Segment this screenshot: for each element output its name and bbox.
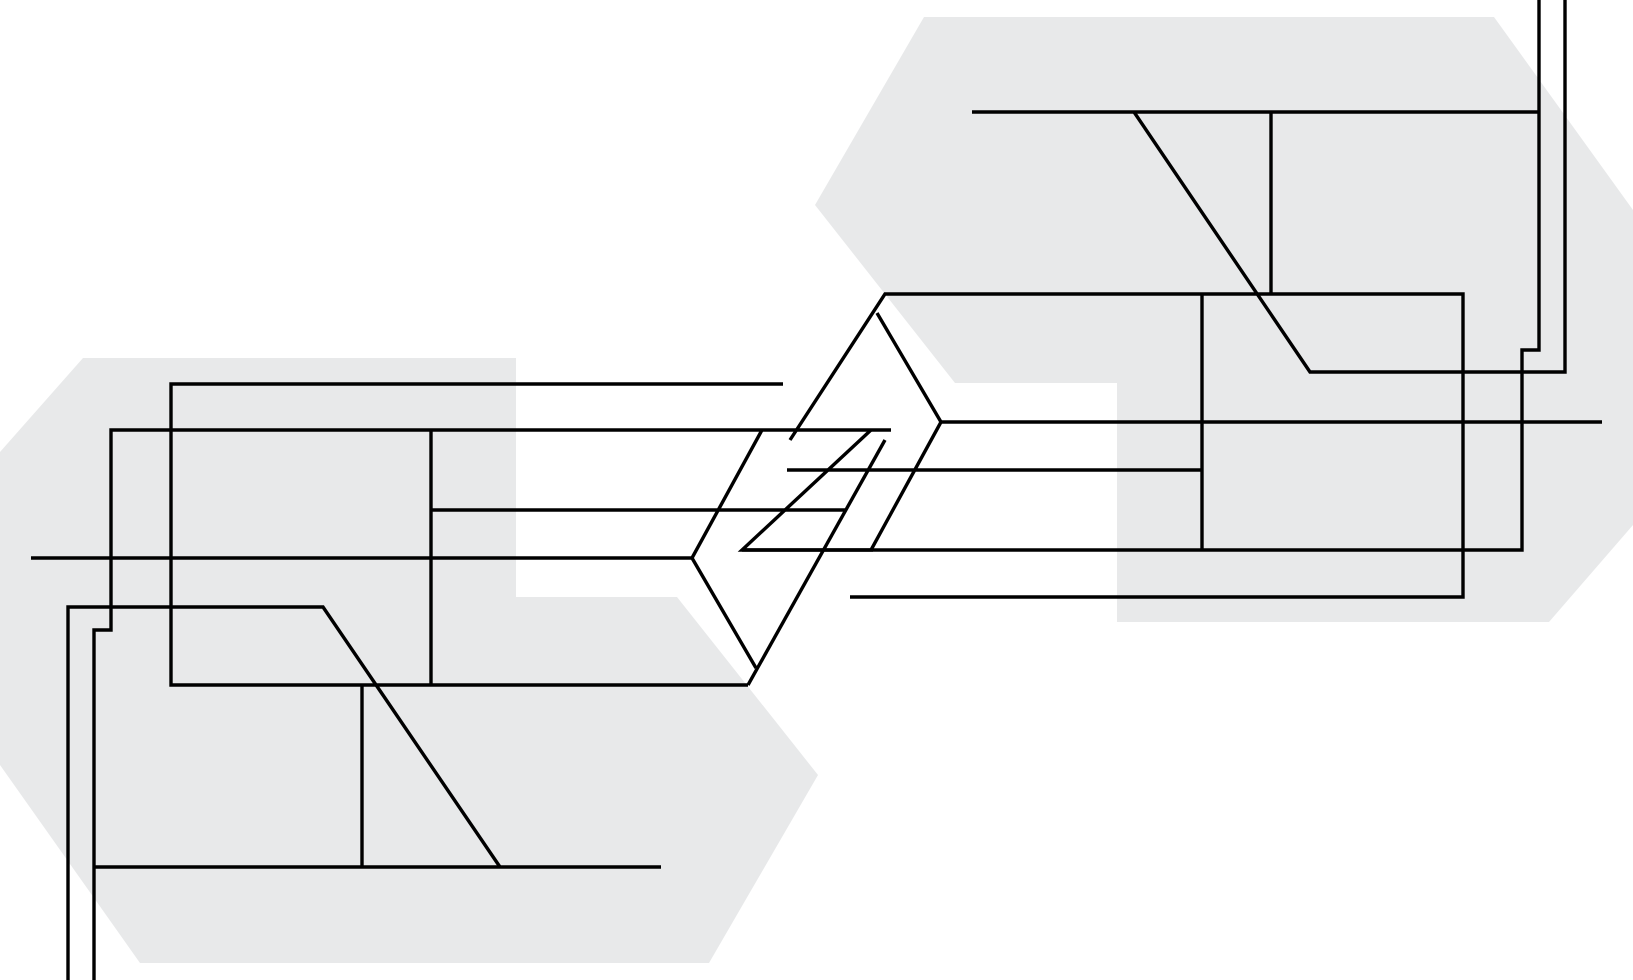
line-center-diagonal-inner	[737, 428, 873, 552]
line-right-frame-lower	[742, 0, 1541, 552]
line-center-diagonal-left	[690, 429, 764, 559]
hexagon-shape-top-right	[815, 17, 1633, 622]
circuit-lines	[31, 0, 1602, 980]
hexagon-shape-bottom-left	[0, 358, 818, 963]
line-top-right-outer	[1132, 0, 1567, 374]
line-left-frame	[92, 428, 891, 980]
background-shapes	[0, 17, 1633, 963]
line-center-diagonal-long	[746, 439, 887, 686]
line-right-axis-lower	[869, 421, 943, 551]
line-top-left-frame	[169, 382, 783, 687]
line-right-frame	[788, 292, 1465, 599]
line-bottom-left-outer	[66, 605, 502, 980]
